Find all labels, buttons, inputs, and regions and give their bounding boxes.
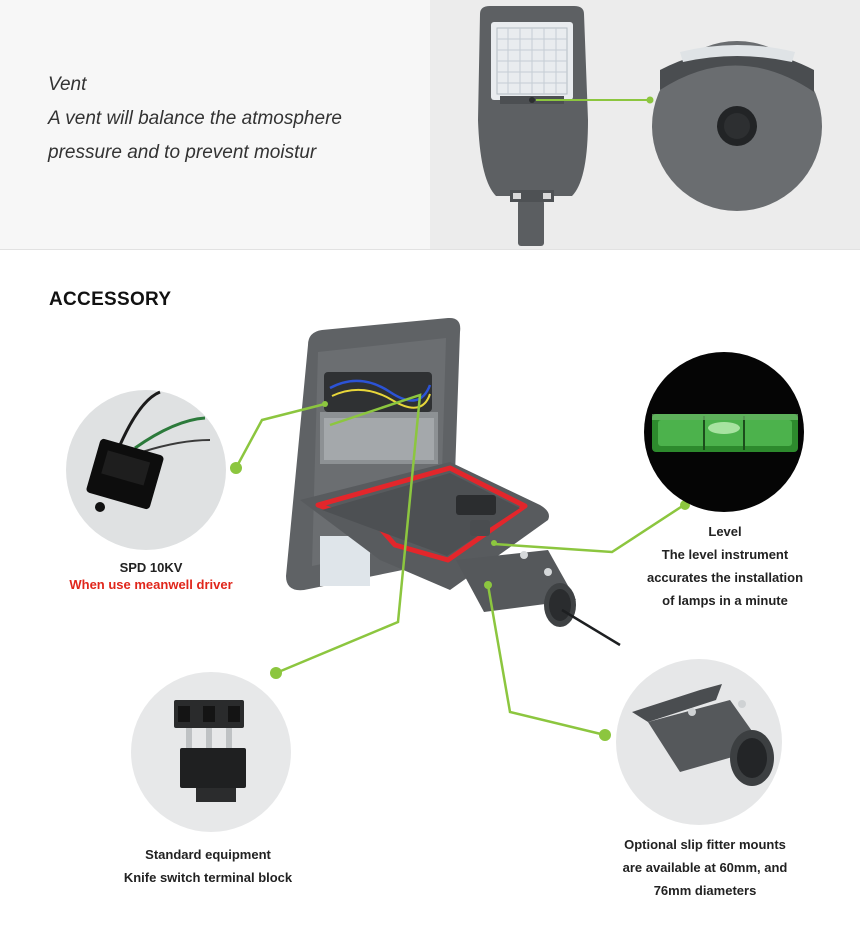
spd-title: SPD 10KV (119, 560, 183, 575)
slip-fitter-image (616, 659, 782, 825)
street-light-top-view (478, 6, 588, 246)
terminal-block-image (131, 672, 291, 832)
vent-description: Vent A vent will balance the atmosphere … (48, 68, 342, 170)
level-caption: Level The level instrument accurates the… (630, 520, 820, 612)
spd-note: When use meanwell driver (69, 577, 233, 592)
spd-surge-protector-image (66, 390, 226, 550)
level-line-1: The level instrument (661, 547, 789, 562)
vent-line-2: pressure and to prevent moistur (48, 142, 317, 163)
accessory-title: ACCESSORY (49, 289, 172, 310)
terminal-caption: Standard equipment Knife switch terminal… (108, 843, 308, 889)
fitter-line-1: Optional slip fitter mounts (624, 837, 786, 852)
section-divider (0, 249, 860, 250)
fixture-open-view (286, 317, 621, 647)
level-instrument-image (644, 352, 804, 512)
level-line-2: accurates the installation (646, 570, 804, 585)
callout-dots (230, 401, 690, 741)
level-title: Level (708, 524, 742, 539)
terminal-line-1: Standard equipment (145, 847, 271, 862)
callout-lines (234, 393, 685, 737)
vent-heading: Vent (48, 74, 87, 95)
terminal-line-2: Knife switch terminal block (123, 870, 293, 885)
vent-line-1: A vent will balance the atmosphere (48, 108, 342, 129)
fitter-line-2: are available at 60mm, and (622, 860, 788, 875)
vent-callout-dot (646, 96, 654, 104)
fitter-line-3: 76mm diameters (653, 883, 757, 898)
spd-caption: SPD 10KV When use meanwell driver (56, 556, 246, 596)
level-line-3: of lamps in a minute (662, 593, 788, 608)
vent-zoom-circle (652, 41, 822, 211)
fitter-caption: Optional slip fitter mounts are availabl… (605, 833, 805, 902)
led-grid (496, 27, 568, 95)
